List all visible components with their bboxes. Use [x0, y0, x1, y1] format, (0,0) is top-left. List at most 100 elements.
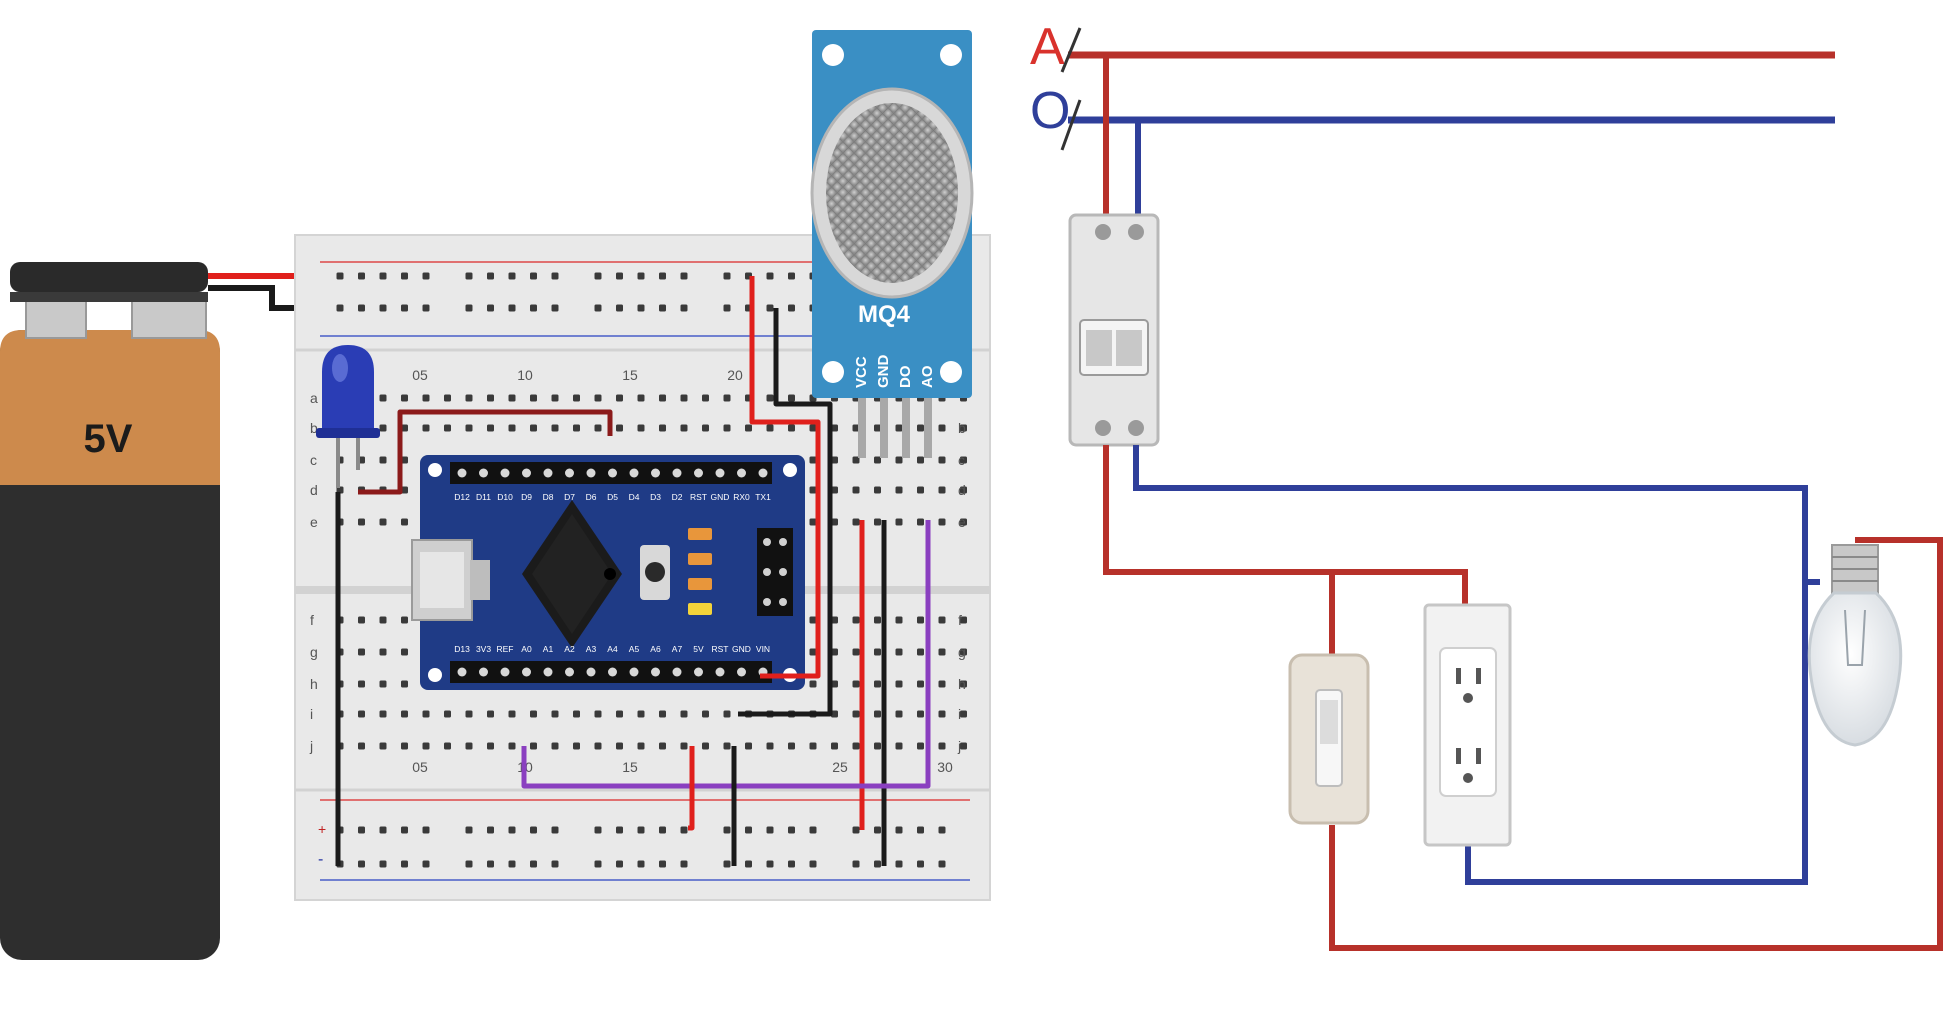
breadboard-hole — [702, 742, 709, 750]
breadboard-hole — [917, 616, 924, 624]
mcu-pin-label: D9 — [521, 492, 532, 502]
breadboard-hole — [809, 486, 817, 494]
breadboard-hole — [551, 394, 559, 402]
breadboard-hole — [487, 742, 494, 750]
breadboard-hole — [766, 304, 774, 312]
breadboard-hole — [788, 860, 795, 868]
breadboard-hole — [938, 680, 946, 688]
breadboard-hole — [379, 304, 387, 312]
row-label: j — [309, 738, 313, 754]
breadboard-hole — [530, 424, 537, 432]
breadboard-hole — [422, 710, 430, 718]
breadboard-hole — [594, 710, 602, 718]
breadboard-hole — [336, 272, 344, 280]
house-wiring: A O — [1030, 0, 1950, 960]
row-label: f — [958, 612, 962, 628]
breadboard-hole — [379, 616, 387, 624]
breadboard-hole — [401, 486, 408, 494]
breadboard-hole — [358, 648, 365, 656]
breadboard-hole — [766, 826, 774, 834]
row-label: h — [310, 676, 318, 692]
breadboard-hole — [637, 710, 645, 718]
breadboard-hole — [594, 826, 602, 834]
icsp-pin — [779, 598, 787, 606]
row-label: h — [958, 676, 966, 692]
breadboard-hole — [938, 616, 946, 624]
breadboard-hole — [788, 424, 795, 432]
mcu-pin — [586, 667, 596, 677]
breadboard-hole — [444, 394, 451, 402]
mcu-pin — [479, 468, 488, 478]
icsp-pin — [779, 568, 787, 576]
breadboard-hole — [831, 518, 838, 526]
breadboard-hole — [917, 424, 924, 432]
breadboard-hole — [852, 616, 860, 624]
row-label: a — [310, 390, 318, 406]
breadboard-hole — [852, 486, 860, 494]
breadboard-hole — [465, 424, 473, 432]
breadboard-hole — [831, 680, 838, 688]
breadboard-hole — [917, 486, 924, 494]
mcu-pin-label: D2 — [672, 492, 683, 502]
breadboard-hole — [379, 424, 387, 432]
breadboard-hole — [809, 680, 817, 688]
breadboard-hole — [358, 304, 365, 312]
breadboard-hole — [938, 742, 946, 750]
sensor-pin-label: AO — [919, 365, 936, 388]
column-label: 15 — [622, 367, 638, 383]
mcu-pin — [672, 468, 682, 478]
breadboard-hole — [723, 304, 731, 312]
breadboard-hole — [809, 742, 817, 750]
breadboard-hole — [379, 518, 387, 526]
breadboard-hole — [960, 456, 967, 464]
breadboard-hole — [788, 304, 795, 312]
mcu-pin-label: D13 — [454, 644, 470, 654]
breadboard-hole — [874, 518, 881, 526]
breadboard-hole — [874, 826, 881, 834]
breadboard-hole — [401, 304, 408, 312]
mcu-pin-label: D8 — [543, 492, 554, 502]
breadboard-hole — [637, 304, 645, 312]
breadboard-hole — [594, 860, 602, 868]
breadboard-hole — [551, 424, 559, 432]
mcu-pin-label: A2 — [564, 644, 575, 654]
row-label: f — [310, 612, 314, 628]
breadboard-hole — [379, 680, 387, 688]
breadboard-hole — [444, 742, 451, 750]
breadboard-hole — [422, 394, 430, 402]
mcu-pin-label: GND — [732, 644, 751, 654]
breadboard-hole — [788, 394, 795, 402]
mcu-pin — [629, 667, 639, 677]
breadboard-hole — [465, 272, 473, 280]
breadboard-hole — [530, 272, 537, 280]
mcu-pin-label: A5 — [629, 644, 640, 654]
mcu-pin-label: D6 — [586, 492, 597, 502]
mcu-pin-label: RST — [690, 492, 707, 502]
breadboard-hole — [895, 424, 903, 432]
breadboard-hole — [659, 742, 666, 750]
breadboard-hole — [852, 680, 860, 688]
breadboard-hole — [530, 304, 537, 312]
mcu-pin — [715, 468, 725, 478]
column-label: 05 — [412, 759, 428, 775]
breadboard-hole — [422, 304, 430, 312]
breadboard-hole — [852, 710, 860, 718]
breadboard-hole — [551, 304, 559, 312]
breadboard-hole — [530, 710, 537, 718]
breadboard-hole — [659, 826, 666, 834]
breadboard-hole — [616, 304, 623, 312]
icsp-pin — [779, 538, 787, 546]
breadboard-hole — [702, 394, 709, 402]
column-label: 20 — [727, 367, 743, 383]
breadboard-hole — [422, 860, 430, 868]
mcu-pin-label: D5 — [607, 492, 618, 502]
breadboard-hole — [358, 860, 365, 868]
mcu-pin-label: 5V — [693, 644, 704, 654]
breadboard-hole — [358, 616, 365, 624]
breadboard-hole — [530, 826, 537, 834]
breadboard-hole — [745, 424, 752, 432]
mcu-pin-label: D7 — [564, 492, 575, 502]
breadboard-hole — [594, 742, 602, 750]
column-label: 05 — [412, 367, 428, 383]
